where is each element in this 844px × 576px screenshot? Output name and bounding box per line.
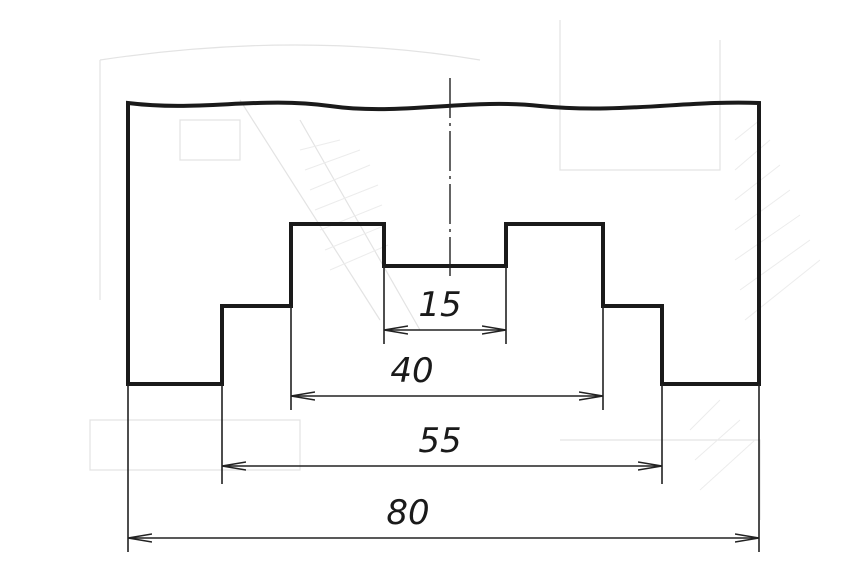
dimension-40: 40 [291,351,603,396]
part-outline [126,100,761,386]
extension-lines [127,266,760,552]
dimension-55: 55 [222,421,662,466]
dimension-label-80: 80 [386,493,429,533]
dimension-label-55: 55 [418,421,461,461]
dimension-15: 15 [384,285,506,330]
dimension-80: 80 [128,493,759,538]
dimension-label-40: 40 [390,351,433,391]
dimension-label-15: 15 [418,285,461,325]
